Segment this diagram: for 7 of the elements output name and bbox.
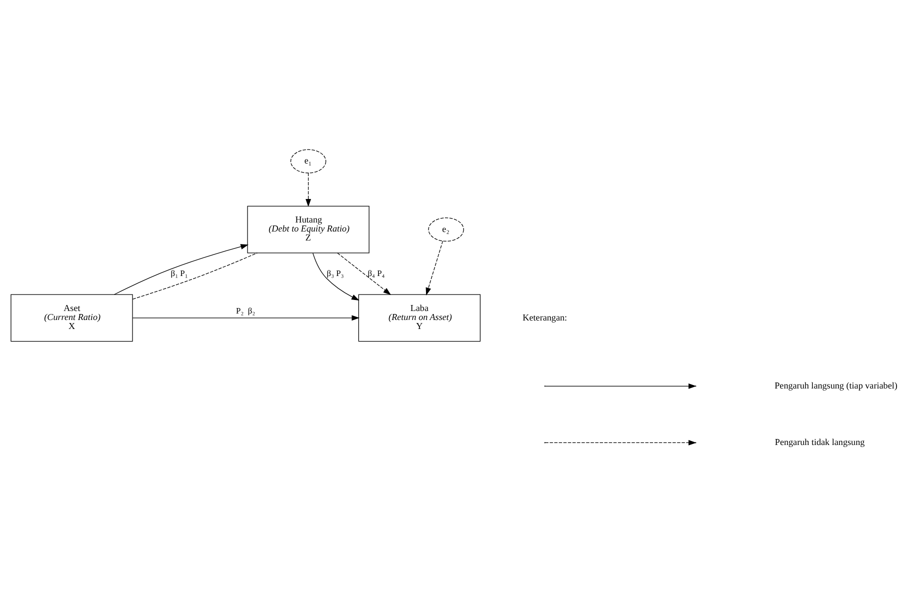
edge-label: P₂ β₂ <box>236 305 256 316</box>
legend-label: Pengaruh tidak langsung <box>774 436 865 447</box>
legend-label: Pengaruh langsung (tiap variabel) <box>774 380 898 390</box>
edge-label: β₄ P₄ <box>368 267 385 278</box>
edge-label: β₃ P₃ <box>326 267 344 278</box>
label: Keterangan: <box>522 312 568 322</box>
edge-label: β₁ P₁ <box>170 267 188 278</box>
